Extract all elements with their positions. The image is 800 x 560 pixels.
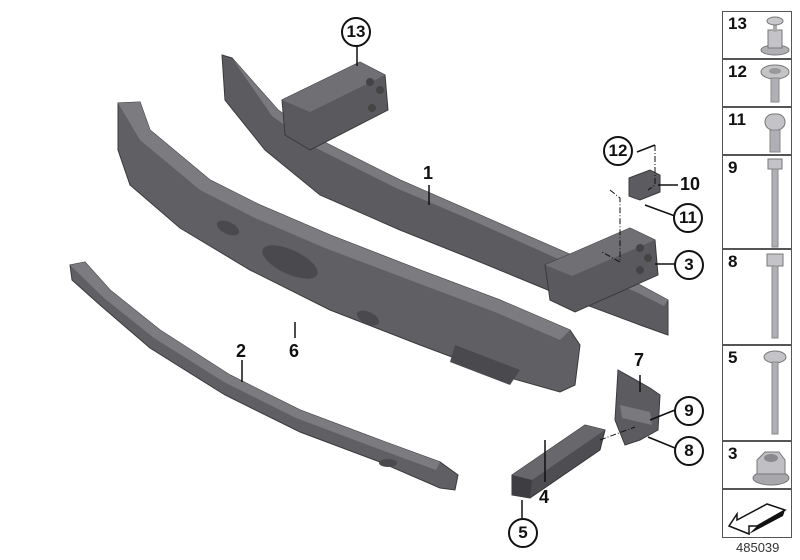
callout-7: 7 <box>634 350 645 370</box>
holder-bracket-part <box>614 369 661 446</box>
hex-flange-nut-icon <box>752 451 790 486</box>
hex-bolt-icon <box>766 253 784 339</box>
diagram-id-label: 485039 <box>736 540 780 555</box>
bumper-carrier-part <box>221 54 669 336</box>
callout-13: 13 <box>341 17 371 47</box>
callout-8: 8 <box>674 436 704 466</box>
callout-6: 6 <box>289 341 300 361</box>
callout-9: 9 <box>674 396 704 426</box>
direction-arrow-icon <box>727 503 787 536</box>
absorber-block-part <box>511 424 606 499</box>
callout-3: 3 <box>674 250 704 280</box>
callout-11: 11 <box>673 203 703 233</box>
legend-item-8[interactable]: 8 <box>722 249 792 345</box>
legend-item-9[interactable]: 9 <box>722 155 792 249</box>
callout-2: 2 <box>236 341 247 361</box>
legend-item-5[interactable]: 5 <box>722 345 792 441</box>
expanding-rivet-icon <box>760 16 790 56</box>
callout-12: 12 <box>603 136 633 166</box>
callout-4: 4 <box>539 487 550 507</box>
torx-bolt-icon <box>763 350 787 435</box>
callout-5: 5 <box>508 518 538 548</box>
small-bracket-part <box>628 169 661 201</box>
collar-screw-icon <box>760 64 790 103</box>
legend-item-11[interactable]: 11 <box>722 107 792 155</box>
legend-item-12[interactable]: 12 <box>722 59 792 107</box>
leader-lines <box>241 45 678 518</box>
hardware-legend: 13 12 11 9 8 <box>722 11 792 538</box>
long-hex-bolt-icon <box>767 158 783 248</box>
energy-absorber-part <box>117 101 581 393</box>
lower-reinforcement-part <box>69 261 459 491</box>
callout-1: 1 <box>423 163 434 183</box>
torx-screw-icon <box>764 113 786 153</box>
callout-10: 10 <box>680 174 701 194</box>
legend-item-3[interactable]: 3 <box>722 441 792 489</box>
legend-item-direction[interactable] <box>722 489 792 538</box>
legend-item-13[interactable]: 13 <box>722 11 792 59</box>
